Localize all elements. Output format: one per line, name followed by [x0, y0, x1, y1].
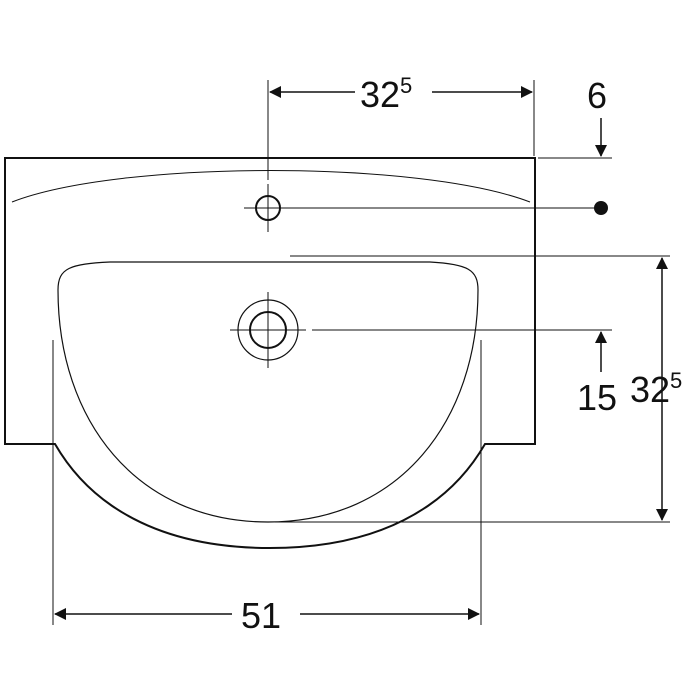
- dim-drain-offset: 15: [577, 331, 617, 418]
- svg-text:325: 325: [360, 73, 412, 115]
- extension-lines: [52, 80, 670, 625]
- bowl-inner: [57, 261, 479, 523]
- dim-top-offset-label: 6: [587, 75, 607, 116]
- dim-top-offset: 6: [587, 75, 607, 157]
- tap-hole: [244, 184, 292, 232]
- basin-outline: [4, 157, 536, 550]
- dim-bowl-depth-main: 32: [630, 369, 670, 410]
- drain-hole: [230, 292, 306, 368]
- dim-bowl-depth-sup: 5: [670, 368, 682, 393]
- dim-bowl-width: 51: [54, 595, 480, 636]
- dim-bowl-depth-text: 325: [630, 368, 682, 410]
- dim-drain-offset-label: 15: [577, 377, 617, 418]
- dim-hole-offset-width: 325: [269, 73, 533, 115]
- dim-hole-offset-width-sup: 5: [400, 73, 412, 98]
- dim-bowl-depth: 325: [630, 257, 682, 521]
- dim-hole-offset-width-main: 32: [360, 74, 400, 115]
- hole-reference-dot: [594, 201, 608, 215]
- rim-curve: [11, 170, 531, 203]
- dim-bowl-width-label: 51: [241, 595, 281, 636]
